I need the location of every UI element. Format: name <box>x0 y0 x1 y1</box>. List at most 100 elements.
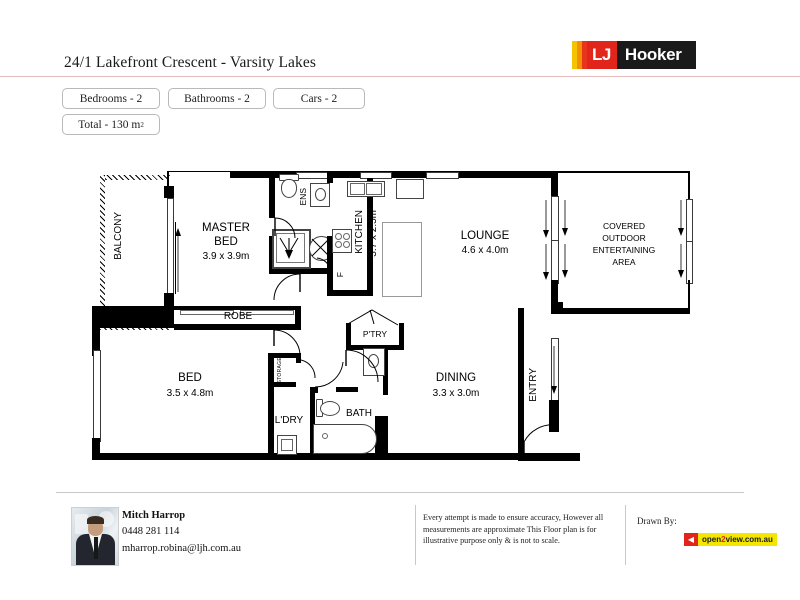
door-swing-arcs <box>175 200 684 456</box>
master-left-wall-block-bottom <box>164 293 174 306</box>
kitchen-island-bench <box>382 222 422 297</box>
outdoor-wall-bottom <box>558 308 690 314</box>
kitchen-sink-bowl-left <box>350 183 365 195</box>
logo-stripe-yellow <box>572 41 577 69</box>
master-left-wall-line <box>167 171 169 193</box>
page-header: 24/1 Lakefront Crescent - Varsity Lakes … <box>0 0 800 80</box>
wall-kitchen-right <box>367 178 373 296</box>
room-label-bath: BATH <box>346 408 372 419</box>
outdoor-wall-right-bottom <box>688 280 690 310</box>
agent-phone[interactable]: 0448 281 114 <box>122 526 180 537</box>
exterior-wall-top-seg2 <box>327 171 360 178</box>
laundry-tub-inner <box>281 439 293 451</box>
wall-kitchen-left <box>327 236 333 270</box>
cooktop-burner-2 <box>343 233 350 240</box>
wall-kitchen-left-lower <box>327 270 333 296</box>
open2view-suffix: view.com.au <box>725 535 773 544</box>
wall-entry-threshold <box>518 453 580 461</box>
exterior-wall-top-seg4 <box>457 171 557 178</box>
outdoor-wall-top <box>558 171 690 173</box>
lj-hooker-logo: LJ Hooker <box>572 41 696 69</box>
room-label-lounge: LOUNGE <box>460 230 510 242</box>
info-chip-bedrooms: Bedrooms - 2 <box>62 88 160 109</box>
agent-name: Mitch Harrop <box>122 510 186 521</box>
exterior-wall-top-line <box>167 171 557 172</box>
logo-stripe-red <box>582 41 587 69</box>
room-label-bed2: BED <box>178 372 202 384</box>
robe-sliding-panel-2 <box>240 310 294 315</box>
wall-ptry-left <box>346 323 351 350</box>
wall-corner-balcony-bottom <box>92 306 174 328</box>
page-title: 24/1 Lakefront Crescent - Varsity Lakes <box>64 54 316 71</box>
info-chip-cars: Cars - 2 <box>273 88 365 109</box>
room-label-outdoor-line1: COVERED <box>602 221 646 231</box>
balcony-wall-left <box>100 175 105 330</box>
wall-lounge-right-top <box>551 171 558 196</box>
avatar-bokeh-1 <box>75 514 88 534</box>
balcony-door-track <box>175 222 176 294</box>
footer-divider-left <box>415 505 416 565</box>
room-label-master-line2: BED <box>214 236 238 248</box>
cooktop-burner-3 <box>335 241 342 248</box>
footer-divider-right <box>625 505 626 565</box>
floor-plan-drawing: BALCONY MASTER BED 3.9 x 3.9m EN <box>0 150 800 490</box>
room-label-outdoor-line2: OUTDOOR <box>602 233 646 243</box>
exterior-wall-bottom <box>92 453 524 460</box>
wall-laundry-right <box>310 387 315 460</box>
bath-basin-icon <box>368 354 379 368</box>
wall-storage-right <box>296 353 301 363</box>
info-chip-bathrooms-label: Bathrooms - 2 <box>184 92 250 105</box>
outdoor-wall-right-top <box>688 171 690 199</box>
agent-email[interactable]: mharrop.robina@ljh.com.au <box>122 543 242 554</box>
room-label-master-line1: MASTER <box>202 222 250 234</box>
open2view-prefix: open <box>702 535 722 544</box>
wall-ens-bottom <box>269 268 327 274</box>
robe-sliding-panel-1 <box>180 310 234 315</box>
wall-bath-right <box>383 345 388 395</box>
wall-storage-top <box>268 353 300 358</box>
room-label-outdoor-line4: AREA <box>612 257 636 267</box>
bathtub-drain-icon <box>322 433 328 439</box>
room-label-outdoor-line3: ENTERTAINING <box>592 245 656 255</box>
logo-lj-text: LJ <box>587 41 617 69</box>
wall-lounge-right-bottom <box>551 280 558 308</box>
bathtub-icon <box>313 424 377 454</box>
open2view-two: 2 <box>721 535 726 544</box>
balcony-wall-top <box>100 175 170 180</box>
wall-bath-right-lower <box>375 416 388 460</box>
avatar-tie <box>93 537 98 559</box>
kitchen-bench-upper <box>396 179 424 199</box>
wall-lounge-dining-right <box>518 308 524 460</box>
avatar-hair <box>87 516 104 524</box>
footer-divider <box>56 492 744 493</box>
room-label-master-dimensions: 3.9 x 3.9m <box>202 251 250 262</box>
room-label-laundry: L'DRY <box>274 415 304 426</box>
wall-robe-right <box>295 306 301 330</box>
info-chip-total-superscript: 2 <box>140 120 144 129</box>
wall-ptry-right <box>399 323 404 350</box>
room-label-bed2-dimensions: 3.5 x 4.8m <box>166 388 214 399</box>
drawn-by-label: Drawn By: <box>637 516 677 526</box>
window-top-2 <box>360 172 392 179</box>
master-left-wall-block-top <box>164 186 174 198</box>
wall-bed2-right <box>268 353 274 460</box>
ens-toilet-bowl-icon <box>281 179 297 198</box>
page-footer <box>0 492 800 600</box>
cooktop-burner-4 <box>343 241 350 248</box>
disclaimer-text: Every attempt is made to ensure accuracy… <box>423 513 604 546</box>
wall-left-lower-upper <box>92 306 100 356</box>
ens-basin-icon <box>315 188 326 201</box>
exterior-wall-top-seg1 <box>230 171 296 178</box>
room-label-lounge-dimensions: 4.6 x 4.0m <box>461 245 509 256</box>
wall-storage-bottom <box>268 382 296 387</box>
info-chip-bathrooms: Bathrooms - 2 <box>168 88 266 109</box>
wall-master-ens-vertical <box>269 171 275 218</box>
wall-entry-right-block <box>549 400 559 432</box>
room-label-pantry: P'TRY <box>362 329 388 339</box>
ens-shower-arrow-box <box>276 233 305 263</box>
cooktop-burner-1 <box>335 233 342 240</box>
open2view-icon: ◀ <box>684 533 698 546</box>
